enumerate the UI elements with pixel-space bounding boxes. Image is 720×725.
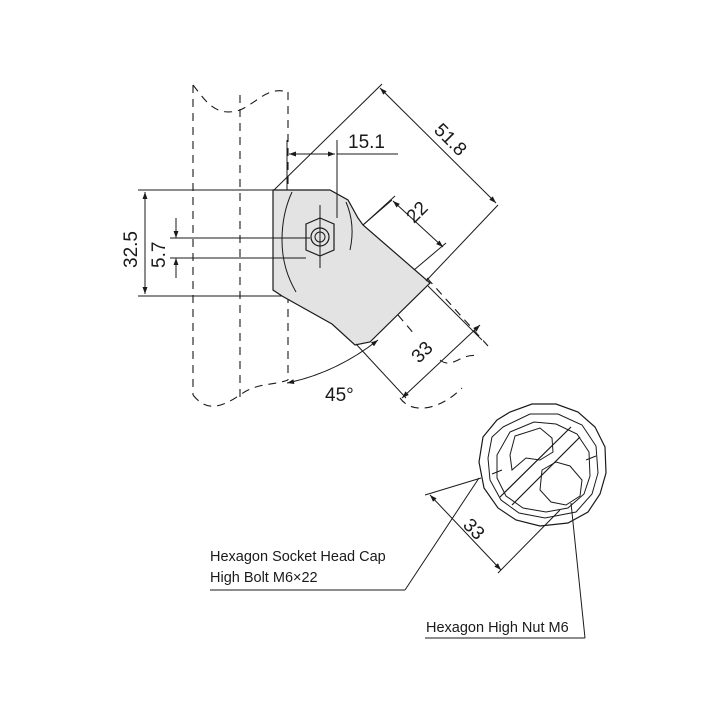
- dim-32-5-label: 32.5: [121, 231, 142, 268]
- bolt-callout-line2: High Bolt M6×22: [210, 570, 318, 586]
- angle-indicator: [286, 339, 379, 384]
- dim-33-section-label: 33: [458, 515, 488, 545]
- dimension-lines-left: [138, 189, 321, 297]
- dim-5-7-label: 5.7: [149, 242, 170, 268]
- angle-45-label: 45°: [325, 385, 354, 406]
- dim-33-side-label: 33: [408, 338, 438, 368]
- nut-callout: Hexagon High Nut M6: [426, 620, 569, 636]
- dim-51-8-label: 51.8: [429, 120, 470, 161]
- dimension-lines-22: [362, 195, 447, 271]
- callout-leaders: [210, 477, 586, 639]
- vertical-pipe-outline: [192, 84, 289, 407]
- dimension-lines-51-8: [273, 83, 499, 282]
- bolt-callout-line1: Hexagon Socket Head Cap: [210, 549, 386, 565]
- dimension-lines-33-section: [424, 477, 561, 574]
- dim-15-1-label: 15.1: [348, 132, 385, 153]
- cross-section-view: [478, 403, 607, 527]
- dim-22-label: 22: [403, 198, 433, 228]
